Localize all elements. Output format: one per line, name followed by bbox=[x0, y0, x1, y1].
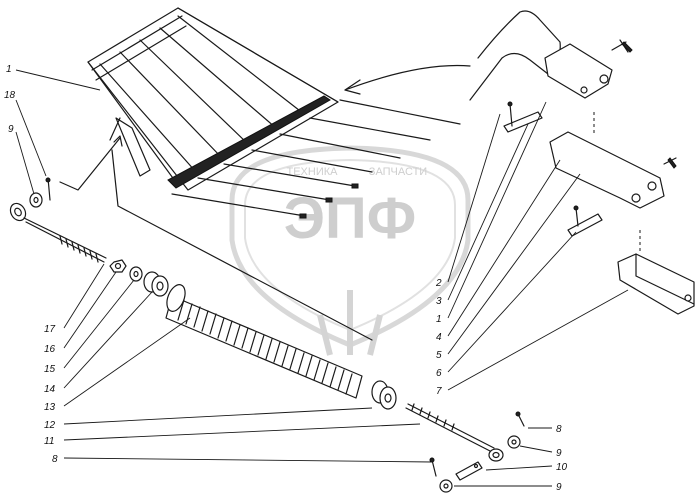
label-7: 7 bbox=[436, 386, 442, 397]
link-10 bbox=[455, 461, 483, 481]
label-10: 10 bbox=[556, 462, 568, 473]
cotter-pin-8-right bbox=[515, 411, 525, 427]
washer-9-right bbox=[507, 435, 521, 449]
eye-bolt-11 bbox=[405, 403, 504, 462]
cotter-pin-8-bottom bbox=[429, 457, 437, 477]
label-14: 14 bbox=[44, 384, 56, 395]
reel-frame bbox=[87, 7, 471, 219]
leader-lines bbox=[15, 69, 629, 487]
label-3: 3 bbox=[436, 296, 442, 307]
label-1-left: 1 bbox=[6, 64, 12, 75]
eye-bolt bbox=[9, 202, 107, 263]
callout-labels: 1 18 9 17 16 15 14 13 12 11 8 2 3 1 4 5 … bbox=[4, 64, 568, 493]
pin-part-2 bbox=[567, 205, 603, 237]
label-6: 6 bbox=[436, 368, 442, 379]
leader-line-long bbox=[111, 149, 373, 341]
label-9-left: 9 bbox=[8, 124, 14, 135]
label-17: 17 bbox=[44, 324, 56, 335]
label-4: 4 bbox=[436, 332, 442, 343]
watermark-text-2: ЗАПЧАСТИ bbox=[369, 166, 427, 178]
spring-13 bbox=[165, 284, 363, 399]
bushing-12 bbox=[371, 380, 397, 410]
washer-9-bottom bbox=[439, 479, 453, 493]
tube-bracket bbox=[617, 230, 695, 315]
washer-9-left bbox=[29, 192, 43, 208]
label-8-right: 8 bbox=[556, 424, 562, 435]
label-15: 15 bbox=[44, 364, 56, 375]
label-8-left: 8 bbox=[52, 454, 58, 465]
pin-part-1 bbox=[503, 101, 543, 133]
label-5: 5 bbox=[436, 350, 442, 361]
arm-bracket bbox=[549, 112, 677, 209]
label-9-bottom: 9 bbox=[556, 482, 562, 493]
label-11: 11 bbox=[44, 436, 54, 447]
mount-bracket bbox=[469, 10, 633, 101]
label-12: 12 bbox=[44, 420, 56, 431]
wheat-emblem-icon bbox=[317, 290, 383, 356]
nut-16 bbox=[109, 259, 127, 273]
bushing-14 bbox=[143, 271, 169, 297]
label-1-right: 1 bbox=[436, 314, 442, 325]
label-18: 18 bbox=[4, 90, 16, 101]
washer-15 bbox=[129, 266, 143, 282]
watermark: ЭПФ ТЕХНИКА ЗАПЧАСТИ bbox=[229, 145, 471, 356]
direction-arrow-icon bbox=[59, 137, 121, 191]
label-13: 13 bbox=[44, 402, 56, 413]
cotter-pin-18 bbox=[45, 177, 51, 201]
label-9-right: 9 bbox=[556, 448, 562, 459]
label-2: 2 bbox=[435, 278, 442, 289]
watermark-text-1: ТЕХНИКА bbox=[287, 166, 339, 178]
label-16: 16 bbox=[44, 344, 56, 355]
